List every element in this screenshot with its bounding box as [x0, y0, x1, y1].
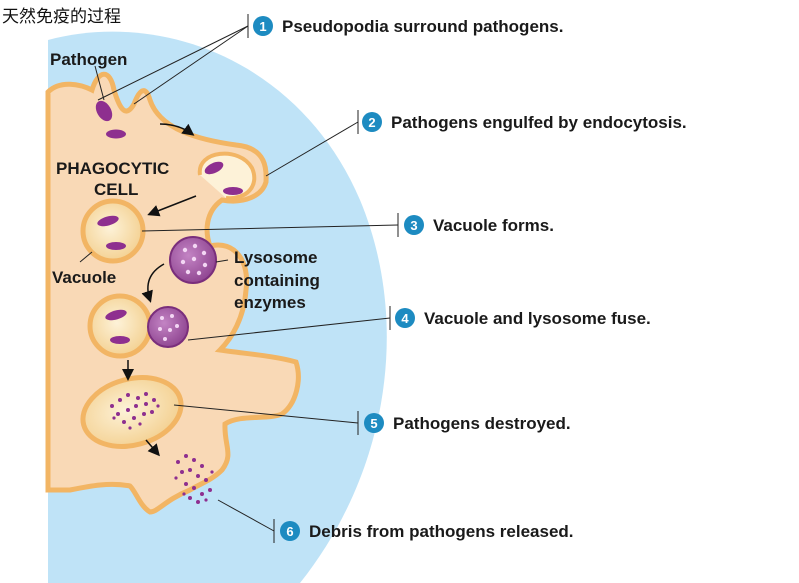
step-6-number: 6 — [286, 524, 293, 539]
step-3: 3 Vacuole forms. — [404, 215, 554, 235]
released-debris — [174, 454, 214, 504]
step-2-number: 2 — [368, 115, 375, 130]
label-containing: containing — [234, 271, 320, 290]
page-title: 天然免疫的过程 — [2, 7, 121, 27]
label-enzymes: enzymes — [234, 293, 306, 312]
arrow-1 — [159, 123, 195, 136]
label-lysosome: Lysosome — [234, 248, 317, 267]
label-pathogen: Pathogen — [50, 50, 127, 69]
step-4-text: Vacuole and lysosome fuse. — [424, 309, 651, 328]
pathogen — [97, 215, 119, 227]
step-6: 6 Debris from pathogens released. — [280, 521, 574, 541]
pathogen — [223, 187, 243, 195]
step-4: 4 Vacuole and lysosome fuse. — [395, 308, 651, 328]
step-5-number: 5 — [370, 416, 377, 431]
step-1-text: Pseudopodia surround pathogens. — [282, 17, 563, 36]
lysosome-enzymes — [180, 243, 208, 276]
label-vacuole: Vacuole — [52, 268, 116, 287]
step-3-number: 3 — [410, 218, 417, 233]
step-3-text: Vacuole forms. — [433, 216, 554, 235]
pathogen-fragments — [110, 392, 160, 430]
pathogen — [110, 336, 130, 344]
step-5: 5 Pathogens destroyed. — [364, 413, 571, 433]
pathogen — [95, 100, 113, 122]
label-phagocytic: PHAGOCYTIC — [56, 159, 169, 178]
arrow-5 — [145, 439, 160, 457]
step-5-text: Pathogens destroyed. — [393, 414, 571, 433]
step-2: 2 Pathogens engulfed by endocytosis. — [362, 112, 687, 132]
pathogen — [204, 161, 224, 175]
pathogen — [105, 309, 127, 321]
step-2-text: Pathogens engulfed by endocytosis. — [391, 113, 687, 132]
step-4-number: 4 — [401, 311, 409, 326]
label-cell: CELL — [94, 180, 138, 199]
fusing-lysosome — [147, 306, 189, 348]
step-1-number: 1 — [259, 19, 266, 34]
step-1: 1 Pseudopodia surround pathogens. — [253, 16, 563, 36]
arrow-2 — [147, 195, 197, 217]
arrow-3 — [141, 263, 165, 303]
pathogen — [106, 129, 126, 139]
step-6-text: Debris from pathogens released. — [309, 522, 574, 541]
leader-lines — [79, 14, 399, 543]
pathogen — [106, 242, 126, 250]
fusing-vacuole — [87, 293, 153, 359]
